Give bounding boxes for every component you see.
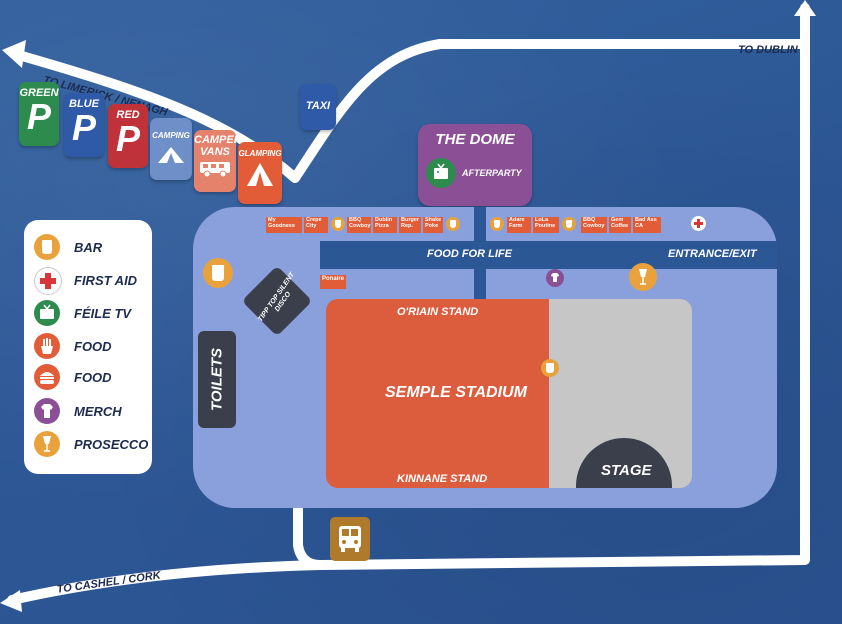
taxi-tag[interactable]: TAXI — [300, 84, 336, 130]
glamping-tent-icon — [247, 163, 273, 186]
parking-red-label: RED — [116, 109, 140, 121]
legend: BAR FIRST AID FÉILE TV FOOD FOOD — [24, 220, 152, 474]
first-aid-icon[interactable] — [691, 216, 706, 231]
the-dome[interactable]: THE DOME AFTERPARTY — [418, 124, 532, 206]
parking-blue-label: BLUE — [69, 98, 99, 110]
tshirt-icon[interactable] — [546, 269, 564, 287]
toilets[interactable] — [198, 331, 236, 428]
stall-bad-ass-ca[interactable]: Bad Ass CA — [633, 217, 661, 233]
parking-green-letter: P — [26, 96, 51, 137]
kinnane-stand-label: KINNANE STAND — [397, 473, 488, 485]
legend-label: FOOD — [74, 370, 112, 385]
road-east-side — [315, 39, 810, 570]
campervans-label: CAMPER VANS — [194, 134, 242, 159]
lane-divider-north — [474, 207, 486, 241]
bar-icon — [203, 258, 233, 288]
stadium-name: SEMPLE STADIUM — [385, 384, 527, 401]
legend-label: PROSECCO — [74, 437, 149, 452]
burger-icon — [34, 364, 60, 390]
stall-adare-farm[interactable]: Adare Farm — [507, 217, 531, 233]
parking-green-label: GREEN — [19, 87, 59, 99]
food-for-life-lane — [320, 241, 777, 269]
arrow-limerick — [2, 40, 26, 68]
legend-label: FIRST AID — [74, 273, 138, 288]
stall-shake-poke[interactable]: Shake Poke — [423, 217, 443, 233]
dome-subtitle: AFTERPARTY — [462, 168, 522, 178]
van-icon — [200, 162, 230, 178]
first-aid-icon — [34, 267, 62, 295]
dome-afterparty: AFTERPARTY — [426, 158, 526, 188]
parking-green[interactable]: GREEN P — [19, 82, 59, 146]
toilets-label: TOILETS — [208, 347, 226, 412]
prosecco-icon[interactable] — [629, 263, 657, 291]
legend-label: BAR — [74, 240, 103, 255]
legend-label: MERCH — [74, 404, 122, 419]
road-cashel — [7, 560, 325, 605]
stall-burger-rep[interactable]: Burger Rep. — [399, 217, 421, 233]
food-for-life-label: FOOD FOR LIFE — [427, 248, 512, 260]
parking-blue-letter: P — [71, 107, 96, 148]
cup-icon — [34, 234, 60, 260]
stall-gem-coffee[interactable]: Gem Coffee — [609, 217, 631, 233]
bar-icon — [331, 217, 345, 231]
dome-title: THE DOME — [435, 131, 515, 148]
campervans-tag[interactable]: CAMPER VANS — [194, 130, 242, 192]
parking-red-letter: P — [115, 118, 140, 159]
oriain-stand-label: O'RIAIN STAND — [397, 306, 479, 318]
parking-red[interactable]: RED P — [108, 104, 148, 168]
bar-icon — [541, 359, 559, 377]
road-south — [293, 503, 325, 570]
bar-icon — [562, 217, 576, 231]
bus-icon[interactable] — [330, 517, 370, 561]
stall-poncire[interactable]: Ponaire — [320, 275, 346, 289]
stall-bbq-cowboy-left[interactable]: BBQ Cowboy — [347, 217, 371, 233]
legend-label: FOOD — [74, 339, 112, 354]
glamping-tag[interactable]: GLAMPING — [238, 142, 282, 204]
stall-my-goodness[interactable]: My Goodness — [266, 217, 302, 233]
legend-label: FÉILE TV — [74, 306, 132, 321]
tshirt-icon — [34, 398, 60, 424]
parking-blue[interactable]: BLUE P — [64, 93, 104, 157]
camping-label: CAMPING — [152, 131, 190, 140]
tent-icon — [158, 147, 184, 163]
glamping-label: GLAMPING — [238, 149, 282, 158]
entrance-exit-label: ENTRANCE/EXIT — [668, 248, 757, 260]
lane-divider-south — [474, 269, 486, 299]
bar-icon — [490, 217, 504, 231]
stall-bbq-cowboy-right[interactable]: BBQ Cowboy — [581, 217, 607, 233]
tv-icon — [426, 158, 456, 188]
arrow-dublin — [794, 0, 816, 16]
stall-lola-poutine[interactable]: LoLa Poutine — [533, 217, 559, 233]
road-limerick — [17, 39, 810, 183]
bar-icon — [446, 217, 460, 231]
camping-tag[interactable]: CAMPING — [150, 118, 192, 180]
stage-label: STAGE — [601, 462, 652, 479]
fries-icon — [34, 333, 60, 359]
tv-icon — [34, 300, 60, 326]
arrow-cashel — [0, 590, 22, 612]
road-label-dublin: TO DUBLIN — [738, 44, 798, 56]
glass-icon — [34, 431, 60, 457]
stall-crepe-city[interactable]: Crepe City — [304, 217, 328, 233]
taxi-label: TAXI — [305, 100, 331, 112]
stall-dublin-pizza[interactable]: Dublin Pizza — [373, 217, 397, 233]
